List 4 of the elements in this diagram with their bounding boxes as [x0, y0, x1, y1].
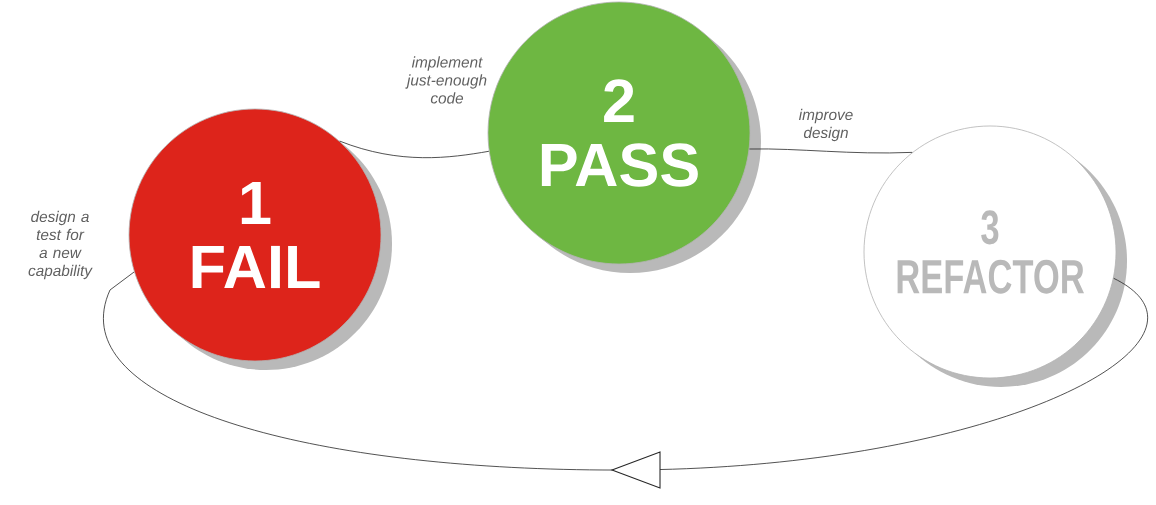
edge-label: design a test for a new capability [28, 210, 93, 280]
edge-label: improve design [799, 108, 853, 142]
cycle-arrow [103, 271, 1148, 489]
edge-label: implement just-enough code [405, 56, 487, 104]
